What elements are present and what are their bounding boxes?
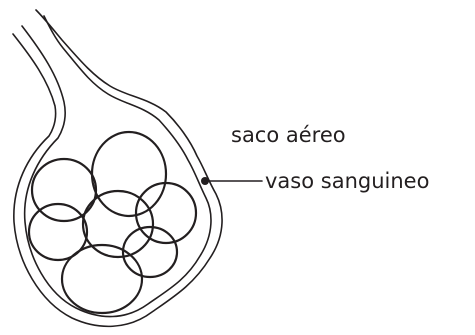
blood-vessel-pointer-dot	[201, 177, 209, 185]
alveolus-bottom	[60, 243, 144, 315]
blood-vessel-label: vaso sanguineo	[265, 169, 429, 193]
air-sac-outline	[21, 15, 212, 318]
alveolus-center	[81, 189, 155, 259]
alveolus-top	[90, 130, 168, 218]
alveolus-left-top	[30, 157, 98, 223]
alveolus-right-lower	[121, 225, 179, 279]
blood-vessel-outline	[12, 9, 223, 328]
air-sac-label: saco aéreo	[231, 123, 346, 147]
alveoli-cluster	[27, 130, 198, 315]
alveolus-left-lower	[27, 202, 89, 262]
